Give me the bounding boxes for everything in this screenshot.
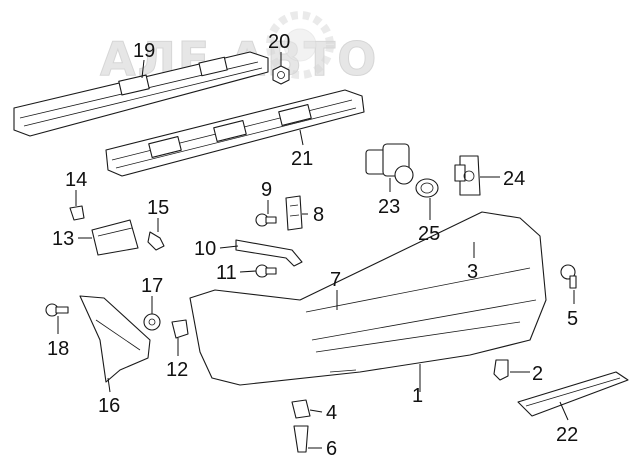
part-5-bolt — [560, 264, 577, 289]
part-15-screw — [147, 231, 165, 251]
callout-18: 18 — [47, 338, 69, 360]
callout-24: 24 — [503, 168, 525, 190]
part-4-clip — [291, 399, 311, 419]
callout-23: 23 — [378, 196, 400, 218]
callout-9: 9 — [261, 179, 272, 201]
part-24-sensor-bracket — [454, 155, 481, 196]
watermark-gear-icon — [266, 11, 334, 79]
part-16-mud-guard — [79, 295, 151, 383]
callout-14: 14 — [65, 169, 87, 191]
part-21-energy-absorber — [105, 89, 365, 177]
callout-20: 20 — [268, 31, 290, 53]
part-8-bracket — [285, 195, 303, 231]
callout-3: 3 — [467, 261, 478, 283]
callout-5: 5 — [567, 308, 578, 330]
part-22-reflector — [517, 371, 629, 417]
callout-8: 8 — [313, 204, 324, 226]
part-18-bolt — [45, 303, 69, 317]
callout-2: 2 — [532, 363, 543, 385]
part-17-grommet — [143, 313, 161, 331]
part-20-nut — [272, 65, 290, 85]
part-1-bumper-cover — [189, 211, 547, 386]
callout-19: 19 — [133, 40, 155, 62]
callout-16: 16 — [98, 395, 120, 417]
callout-11: 11 — [216, 262, 237, 284]
callout-13: 13 — [52, 228, 74, 250]
part-10-side-retainer — [235, 239, 303, 267]
leader-lines — [57, 52, 575, 449]
callout-1: 1 — [412, 385, 423, 407]
part-23-parking-sensor — [365, 143, 414, 185]
part-12-screw — [171, 319, 189, 339]
callout-25: 25 — [418, 223, 440, 245]
part-6-screw — [293, 425, 309, 453]
callout-22: 22 — [556, 424, 578, 446]
callout-4: 4 — [326, 402, 337, 424]
callout-labels: 1 2 3 4 5 6 7 8 9 10 11 12 13 14 15 16 1… — [47, 31, 578, 460]
part-9-bolt — [255, 213, 277, 227]
callout-10: 10 — [194, 238, 216, 260]
part-2-clip — [493, 359, 509, 381]
callout-21: 21 — [291, 148, 313, 170]
callout-6: 6 — [326, 438, 337, 460]
part-25-sensor-retainer — [415, 178, 439, 198]
callout-15: 15 — [147, 197, 169, 219]
part-19-bumper-reinforcement — [13, 51, 269, 137]
part-13-cover — [91, 219, 139, 256]
part-11-bolt — [255, 264, 277, 278]
callout-7: 7 — [330, 269, 341, 291]
callout-17: 17 — [141, 275, 163, 297]
part-14-clip — [69, 205, 85, 221]
callout-12: 12 — [166, 359, 188, 381]
